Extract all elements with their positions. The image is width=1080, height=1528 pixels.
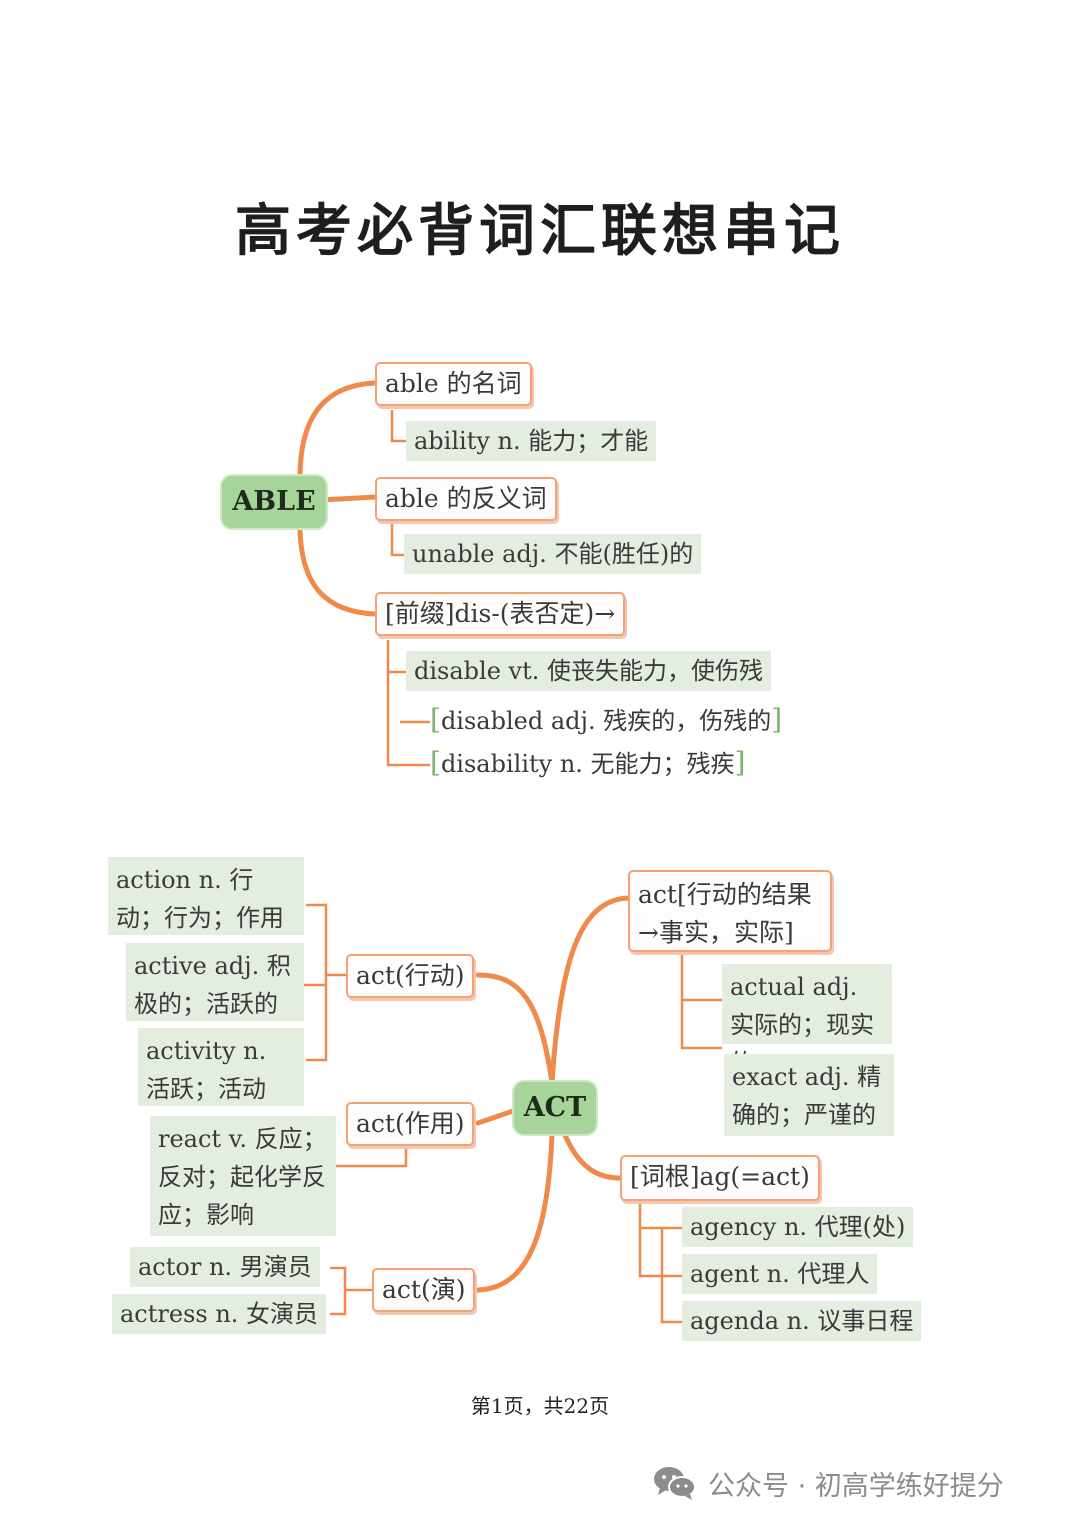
wechat-icon [654, 1467, 696, 1500]
root-able: ABLE [222, 476, 326, 528]
leaf-agency: agency n. 代理(处) [682, 1207, 914, 1247]
leaf-disability: [disability n. 无能力；残疾] [430, 746, 746, 779]
watermark: 公众号 · 初高学练好提分 [652, 1463, 1004, 1503]
category-act-result: act[行动的结果→事实，实际] [628, 870, 832, 952]
category-act-effect: act(作用) [346, 1102, 475, 1146]
leaf-actual: actual adj. 实际的；现实的 [722, 964, 892, 1077]
category-able-antonym: able 的反义词 [375, 477, 557, 521]
leaf-exact: exact adj. 精确的；严谨的 [724, 1054, 894, 1136]
leaf-disable: disable vt. 使丧失能力，使伤残 [406, 651, 771, 691]
page-number: 第1页，共22页 [470, 1394, 610, 1418]
leaf-action: action n. 行动；行为；作用 [108, 857, 304, 935]
category-act-action: act(行动) [346, 954, 475, 998]
watermark-text: 公众号 · 初高学练好提分 [708, 1470, 1004, 1502]
root-act: ACT [514, 1082, 596, 1134]
leaf-disabled: [disabled adj. 残疾的，伤残的] [430, 703, 783, 736]
leaf-actor: actor n. 男演员 [130, 1247, 320, 1287]
leaf-active: active adj. 积极的；活跃的 [126, 943, 304, 1021]
leaf-ability: ability n. 能力；才能 [406, 421, 657, 461]
page-title: 高考必背词汇联想串记 [235, 198, 845, 264]
leaf-unable: unable adj. 不能(胜任)的 [404, 534, 702, 574]
category-dis-prefix: [前缀]dis-(表否定)→ [375, 592, 626, 636]
category-act-perform: act(演) [372, 1268, 476, 1312]
category-able-noun: able 的名词 [375, 362, 532, 406]
leaf-agenda: agenda n. 议事日程 [682, 1301, 922, 1341]
leaf-actress: actress n. 女演员 [112, 1294, 327, 1334]
category-ag-root: [词根]ag(=act) [620, 1155, 820, 1201]
leaf-agent: agent n. 代理人 [682, 1254, 878, 1294]
leaf-activity: activity n. 活跃；活动 [138, 1028, 304, 1106]
leaf-react: react v. 反应；反对；起化学反应；影响 [150, 1116, 336, 1236]
